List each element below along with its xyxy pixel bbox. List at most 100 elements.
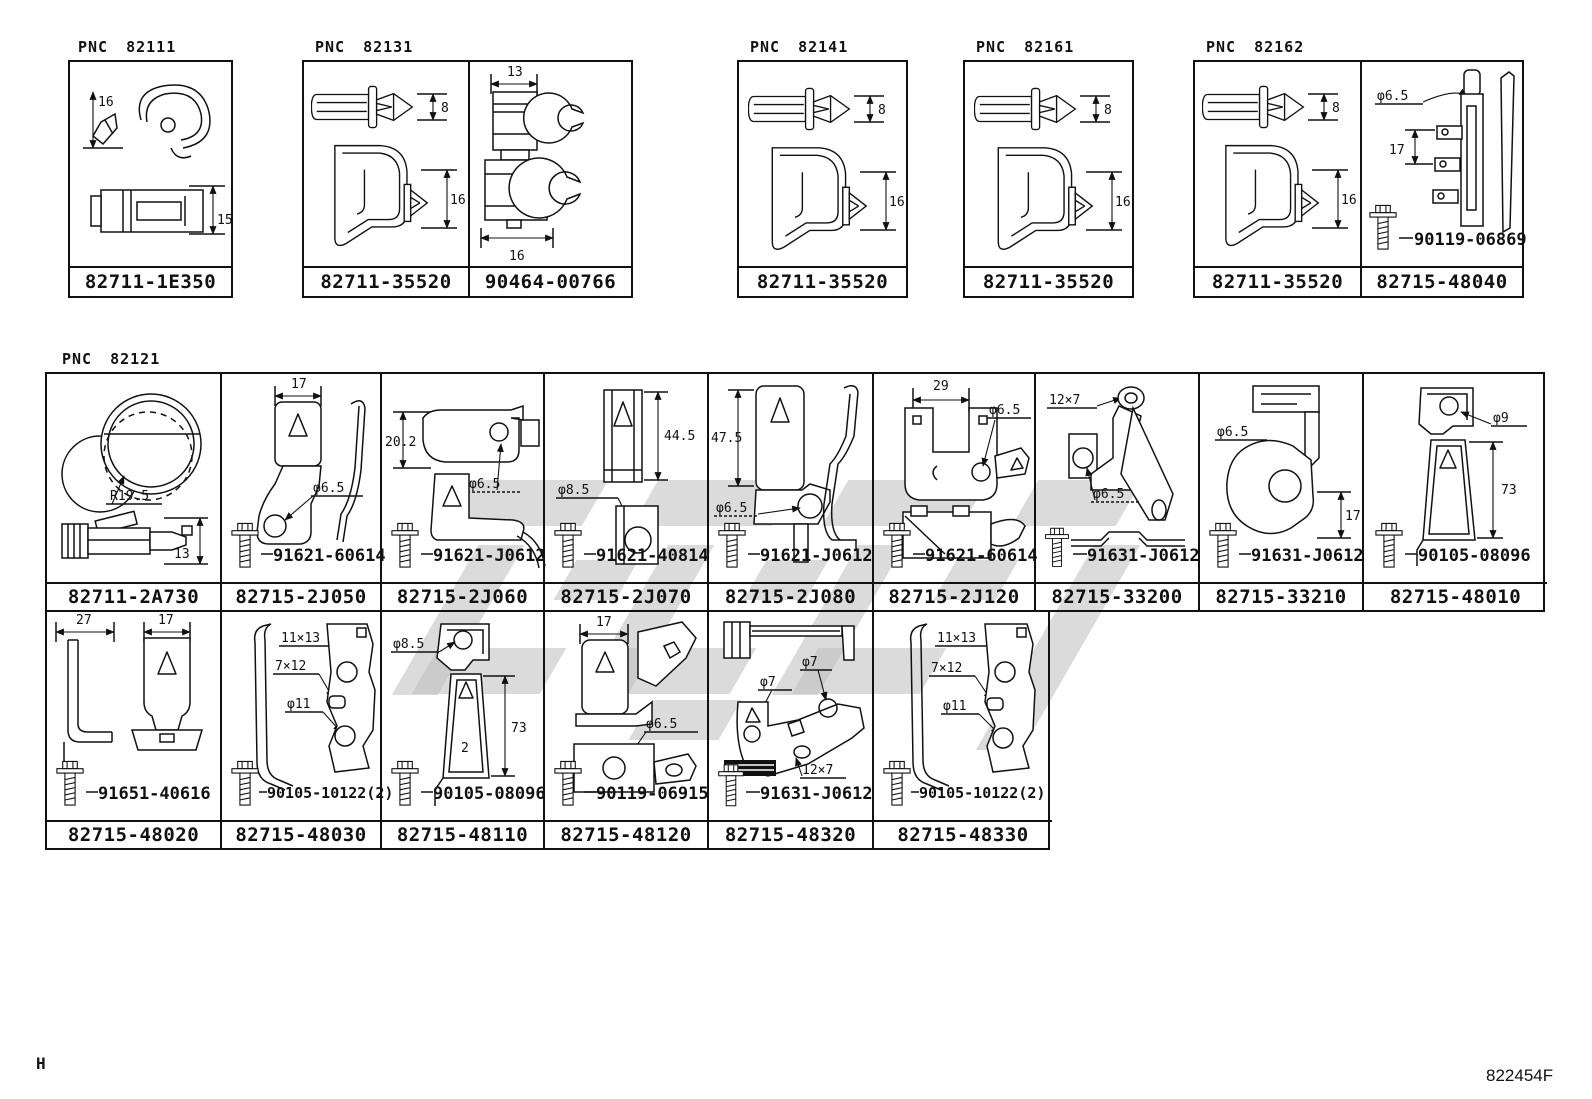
dim-label: 7×12 xyxy=(275,659,306,674)
dim-label: 29 xyxy=(933,379,949,394)
grommet-icon xyxy=(1225,144,1319,247)
catalog-cell: R19.5 13 82711-2A730 xyxy=(47,374,220,610)
part-number: 82715-48120 xyxy=(545,820,707,848)
catalog-grid-row1: R19.5 13 82711-2A730 17 φ6.5 xyxy=(45,372,1547,612)
bracket-drawing: φ8.5 2 73 90105-08096 xyxy=(391,623,546,806)
c-clip-icon xyxy=(508,157,582,219)
dim-label: φ7 xyxy=(802,655,818,670)
dim-label: 17 xyxy=(291,377,307,392)
catalog-cell: 17 φ6.5 91621-60614 82715-2J050 xyxy=(220,374,386,610)
dim-label: 73 xyxy=(1501,483,1517,498)
corner-marker: H xyxy=(36,1054,46,1073)
part-number: 82715-2J060 xyxy=(382,582,543,610)
part-number: 82715-48320 xyxy=(709,820,872,848)
c-clip-icon xyxy=(522,92,585,144)
bracket-drawing: 17 φ6.5 90119-06915 xyxy=(554,615,709,806)
bolt-icon xyxy=(718,522,746,568)
push-clip-icon xyxy=(748,87,850,131)
part-number: 82715-48010 xyxy=(1364,582,1547,610)
bolt-icon xyxy=(554,522,582,568)
bracket-drawing: φ6.5 17 90119-06869 xyxy=(1369,69,1527,250)
callout-part-number: 91621-60614 xyxy=(273,546,386,566)
pnc-box-82162: 8 16 82711-35520 φ6.5 17 90119-06869 xyxy=(1193,60,1527,298)
bracket-drawing: φ9 73 90105-08096 xyxy=(1375,387,1531,568)
dim-label: 16 xyxy=(509,249,525,264)
dim-label: 7×12 xyxy=(931,661,962,676)
bracket-drawing: 12×7 φ6.5 91631-J0612 xyxy=(1044,386,1200,567)
dim-label: 17 xyxy=(596,615,612,630)
dim-label: φ6.5 xyxy=(1377,89,1408,104)
bolt-icon xyxy=(883,760,911,806)
part-number: 82711-35520 xyxy=(965,266,1132,296)
part-number: 82715-48110 xyxy=(382,820,543,848)
callout-part-number: 90105-08096 xyxy=(1418,546,1531,566)
dim-label: 20.2 xyxy=(385,435,416,450)
bracket-drawing: 20.2 φ6.5 91621-J0612 xyxy=(385,404,546,569)
part-number: 82715-48030 xyxy=(222,820,380,848)
bolt-icon xyxy=(231,522,259,568)
part-number: 82715-48040 xyxy=(1362,266,1522,296)
bolt-icon xyxy=(1209,522,1237,568)
dim-label: 8 xyxy=(1104,103,1112,118)
bolt-icon xyxy=(391,522,419,568)
part-number: 90464-00766 xyxy=(470,266,631,296)
callout-part-number: 91651-40616 xyxy=(98,784,211,804)
catalog-cell: φ8.5 2 73 90105-08096 82715-48110 xyxy=(380,612,546,848)
callout-part-number: 91631-J0612 xyxy=(1251,546,1364,566)
pnc-prefix: PNC xyxy=(78,38,109,56)
catalog-cell: 29 φ6.5 91621-60614 82715-2J120 xyxy=(872,374,1038,610)
push-clip-icon xyxy=(1202,85,1304,129)
dim-label: 12×7 xyxy=(1049,393,1080,408)
dim-label: 8 xyxy=(441,101,449,116)
dim-label: φ7 xyxy=(760,675,776,690)
catalog-cell: 11×13 7×12 φ11 90105-10122(2) 82715-4833… xyxy=(872,612,1052,848)
dim-label: 15 xyxy=(217,213,233,228)
dim-label: φ6.5 xyxy=(716,501,747,516)
callout-part-number: 91631-J0612 xyxy=(760,784,873,804)
dim-label: 73 xyxy=(511,721,527,736)
part-number: 82711-2A730 xyxy=(47,582,220,610)
bracket-drawing: φ7 φ7 12×7 91631-J0612 xyxy=(718,621,873,807)
dim-label: 17 xyxy=(158,613,174,628)
bracket-drawing: 11×13 7×12 φ11 90105-10122(2) xyxy=(883,623,1045,806)
dim-label: 44.5 xyxy=(664,429,695,444)
bracket-drawing: 29 φ6.5 91621-60614 xyxy=(883,379,1038,568)
dim-label: 11×13 xyxy=(937,631,976,646)
clamp-drawing: R19.5 13 xyxy=(61,393,208,565)
push-clip-icon xyxy=(311,85,413,129)
bracket-drawing: 17 φ6.5 91621-60614 xyxy=(231,377,386,568)
part-number: 82715-33210 xyxy=(1200,582,1362,610)
page-code: 822454F xyxy=(1486,1066,1554,1085)
dim-label: 12×7 xyxy=(802,763,833,778)
bracket-drawing: 11×13 7×12 φ11 90105-10122(2) xyxy=(231,623,393,806)
pnc-box-82111: 16 15 82711-1E350 xyxy=(68,60,233,298)
dim-label: 16 xyxy=(889,195,905,210)
dim-label: φ6.5 xyxy=(313,481,344,496)
dim-label: 27 xyxy=(76,613,92,628)
callout-part-number: 90105-10122(2) xyxy=(919,784,1045,802)
callout-part-number: 91621-60614 xyxy=(925,546,1038,566)
catalog-cell: 17 φ6.5 90119-06915 82715-48120 xyxy=(543,612,709,848)
dim-label: 47.5 xyxy=(711,431,742,446)
part-number: 82711-35520 xyxy=(304,266,468,296)
grommet-icon xyxy=(997,147,1093,250)
grommet-icon xyxy=(334,144,428,247)
dim-label: 8 xyxy=(878,103,886,118)
catalog-cell: 47.5 φ6.5 91621-J0612 82715-2J080 xyxy=(707,374,873,610)
dim-label: φ11 xyxy=(943,699,966,714)
bracket-drawing: 47.5 φ6.5 91621-J0612 xyxy=(711,385,873,568)
catalog-grid-row2: 27 17 91651-40616 82715-48020 11×13 7×12… xyxy=(45,610,1052,850)
bolt-icon xyxy=(56,760,84,806)
clip-drawing: 8 16 xyxy=(311,85,466,247)
push-clip-icon xyxy=(92,112,118,146)
dim-label: φ6.5 xyxy=(469,477,500,492)
grommet-icon xyxy=(771,147,867,250)
callout-part-number: 90119-06869 xyxy=(1414,230,1527,250)
dim-label: 11×13 xyxy=(281,631,320,646)
wire-clip-drawing: 16 15 xyxy=(83,84,233,235)
catalog-cell: 20.2 φ6.5 91621-J0612 82715-2J060 xyxy=(380,374,546,610)
pnc-box-82141: 8 16 82711-35520 xyxy=(737,60,908,298)
